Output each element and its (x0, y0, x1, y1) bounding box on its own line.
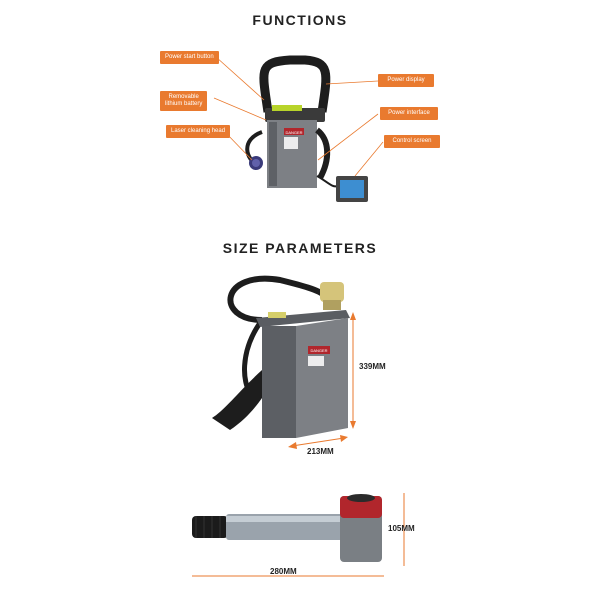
callout-power-display: Power display (378, 74, 434, 87)
callout-removable-battery: Removable lithium battery (160, 91, 208, 111)
width-dimension-label: 213MM (307, 447, 334, 456)
functions-machine-image: DANGER (245, 55, 368, 202)
functions-heading: FUNCTIONS (252, 12, 348, 28)
head-length-dimension-label: 280MM (270, 567, 297, 576)
height-dimension-label: 339MM (359, 362, 386, 371)
size-parameters-heading: SIZE PARAMETERS (222, 240, 378, 256)
callout-control-screen: Control screen (384, 135, 440, 148)
functions-warning-badge: DANGER (285, 130, 302, 135)
size-dimension-lines (288, 312, 356, 449)
head-dimension-lines (192, 493, 405, 577)
callout-power-interface: Power interface (380, 107, 438, 120)
callout-laser-cleaning-head: Laser cleaning head (166, 125, 231, 138)
size-machine-image: DANGER (212, 275, 350, 438)
head-height-dimension-label: 105MM (388, 524, 415, 533)
laser-head-image (192, 494, 382, 562)
callout-power-start-button: Power start button (160, 51, 219, 64)
size-warning-badge: DANGER (310, 348, 327, 353)
